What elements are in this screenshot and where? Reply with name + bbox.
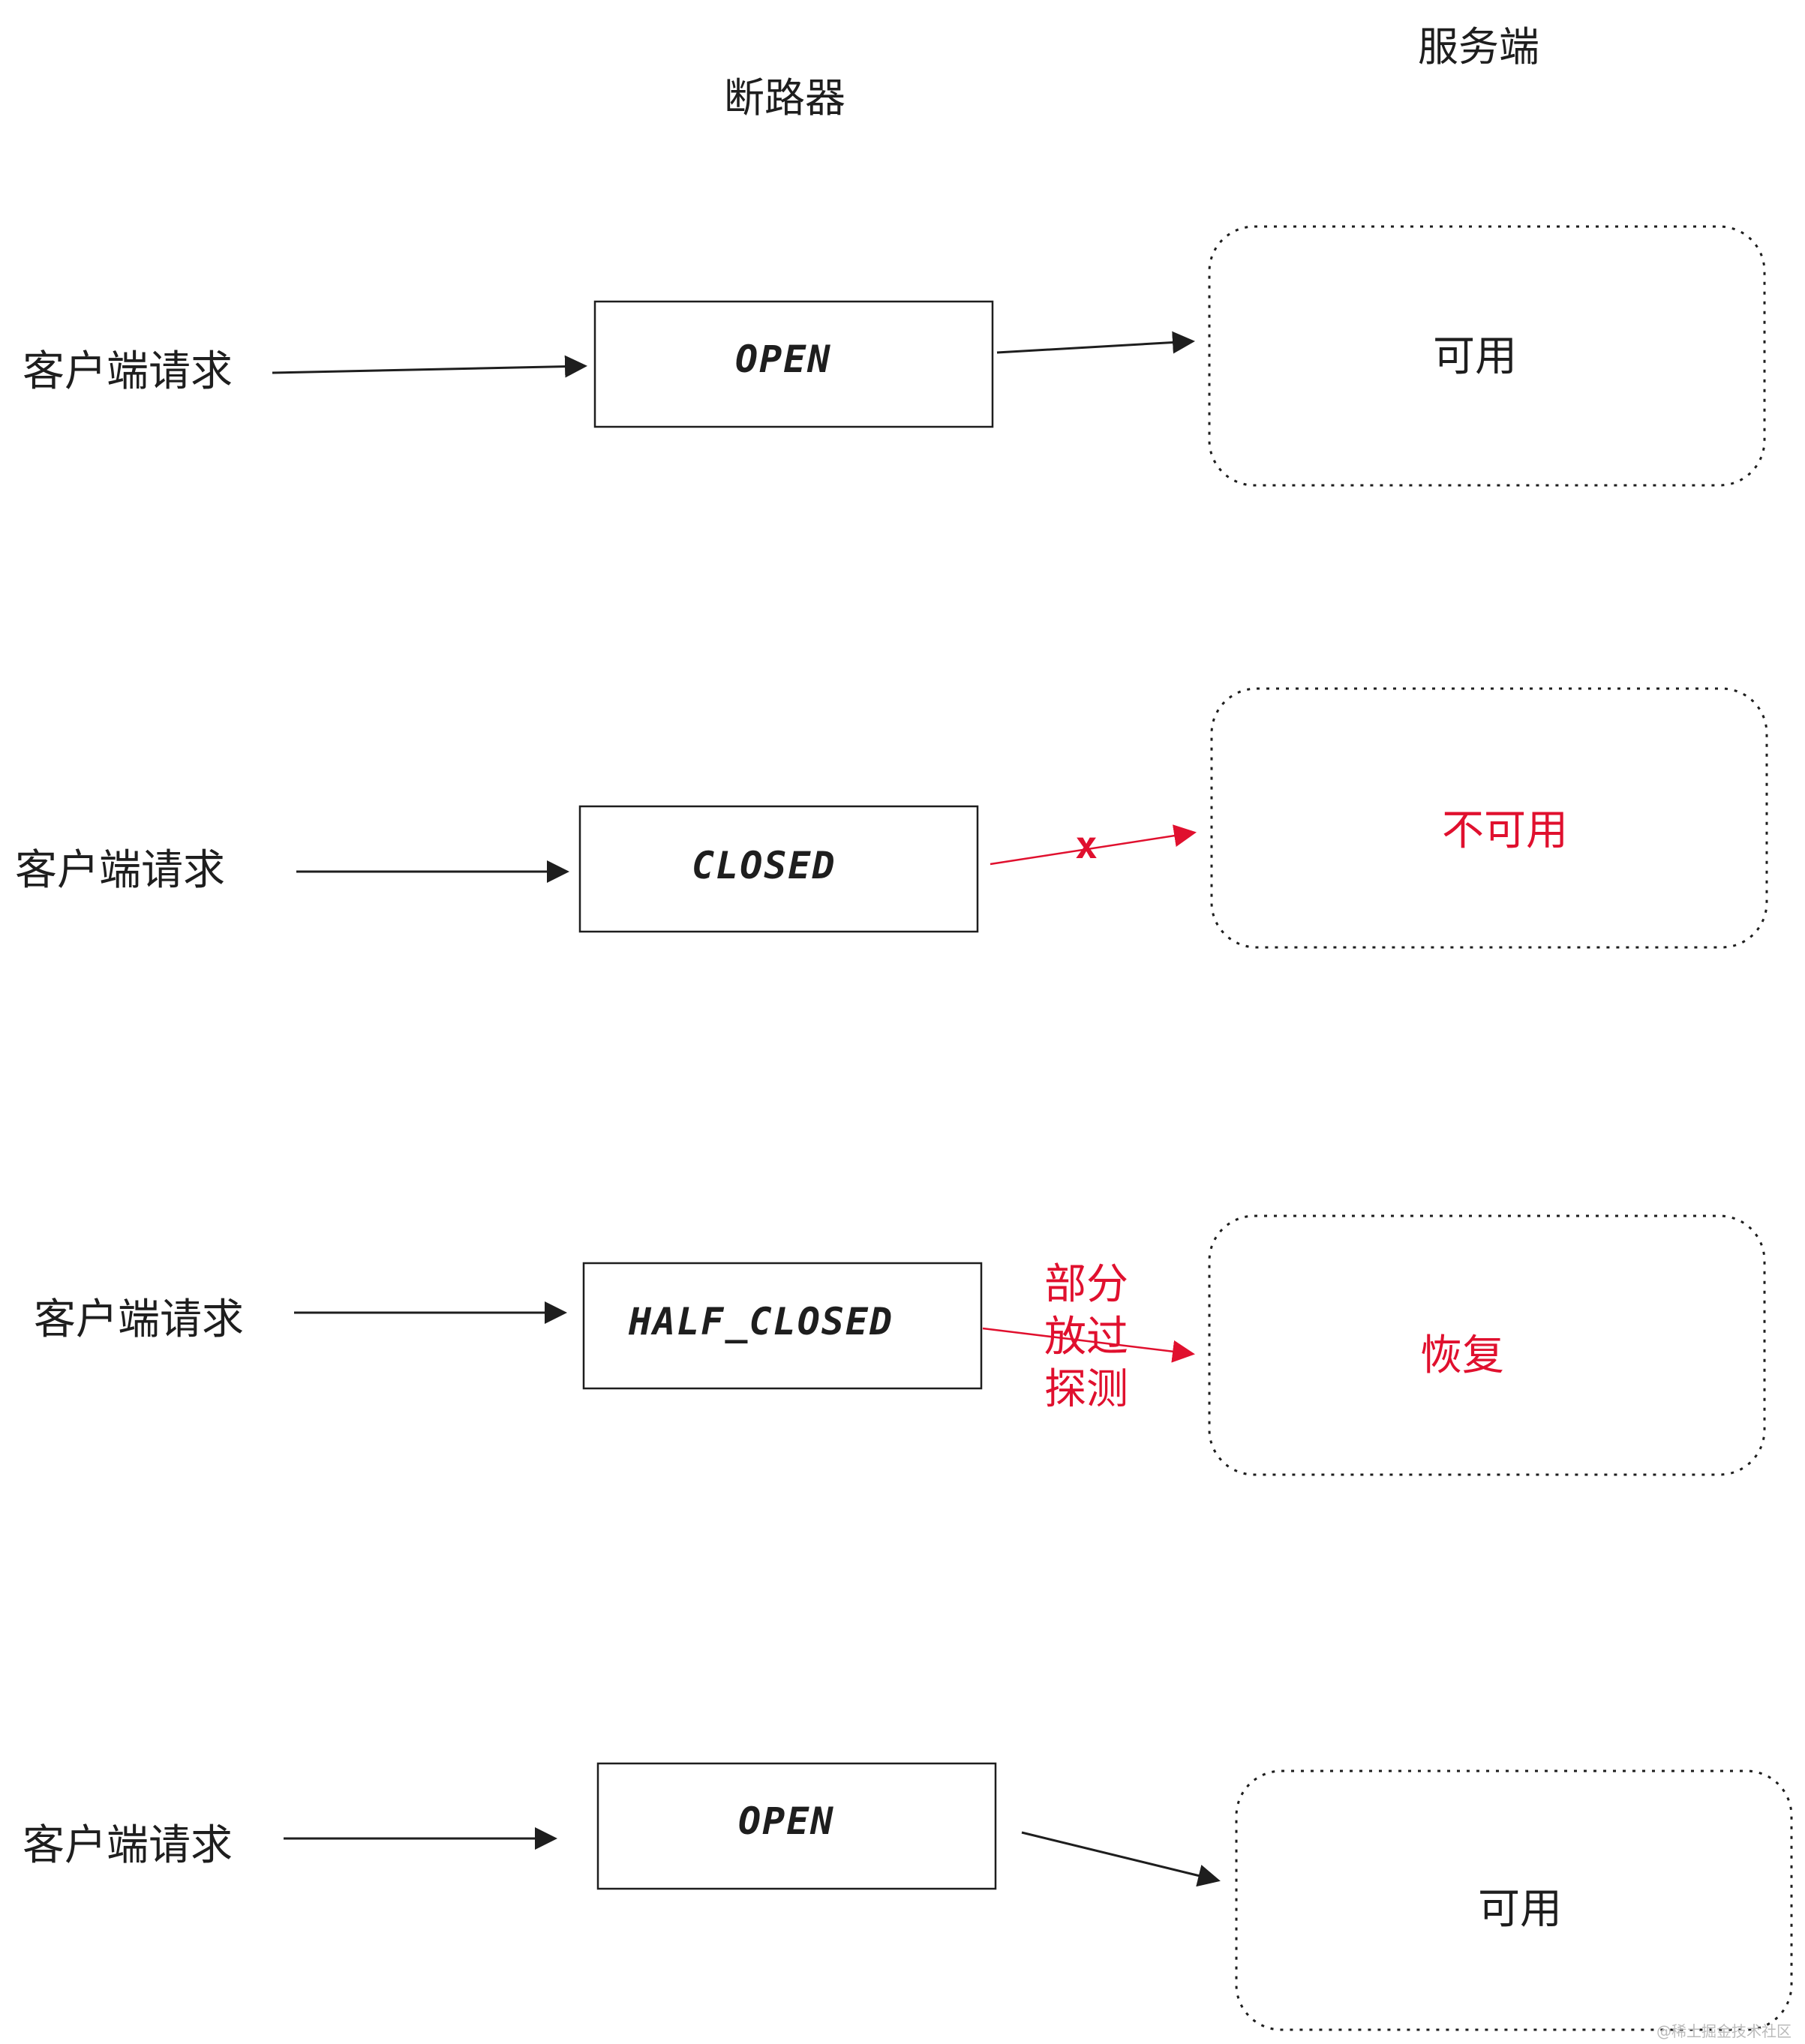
server-box — [1235, 1769, 1793, 2031]
breaker-state-label: OPEN — [738, 1799, 835, 1843]
probe-arrow — [982, 1327, 1195, 1363]
server-status-label: 不可用 — [1442, 806, 1568, 855]
breaker-state-label: OPEN — [735, 338, 832, 381]
breaker-state-label: CLOSED — [692, 844, 836, 887]
breaker-state-box — [593, 300, 994, 428]
server-status-label: 可用 — [1478, 1885, 1562, 1934]
breaker-column-header: 断路器 — [724, 74, 845, 122]
breaker-state-box — [578, 805, 979, 933]
server-status-label: 恢复 — [1420, 1331, 1504, 1380]
client-arrow — [272, 355, 587, 378]
breaker-state-box — [596, 1762, 997, 1890]
server-arrow — [996, 331, 1195, 354]
client-request-label: 客户端请求 — [23, 347, 233, 396]
client-request-label: 客户端请求 — [15, 846, 225, 895]
blocked-server-arrow — [990, 824, 1197, 866]
server-column-header: 服务端 — [1418, 23, 1539, 71]
server-status-label: 可用 — [1433, 332, 1517, 381]
client-request-label: 客户端请求 — [23, 1821, 233, 1870]
server-arrow — [1021, 1831, 1221, 1887]
breaker-state-box — [582, 1262, 983, 1390]
watermark: @稀土掘金技术社区 — [1656, 2022, 1791, 2040]
blocked-x-mark: x — [1075, 824, 1098, 867]
probe-note: 部分 放过 探测 — [1044, 1260, 1128, 1414]
server-box — [1210, 687, 1768, 949]
server-box — [1208, 225, 1766, 487]
server-box — [1208, 1214, 1766, 1476]
client-request-label: 客户端请求 — [34, 1295, 244, 1344]
breaker-state-label: HALF_CLOSED — [629, 1300, 894, 1343]
